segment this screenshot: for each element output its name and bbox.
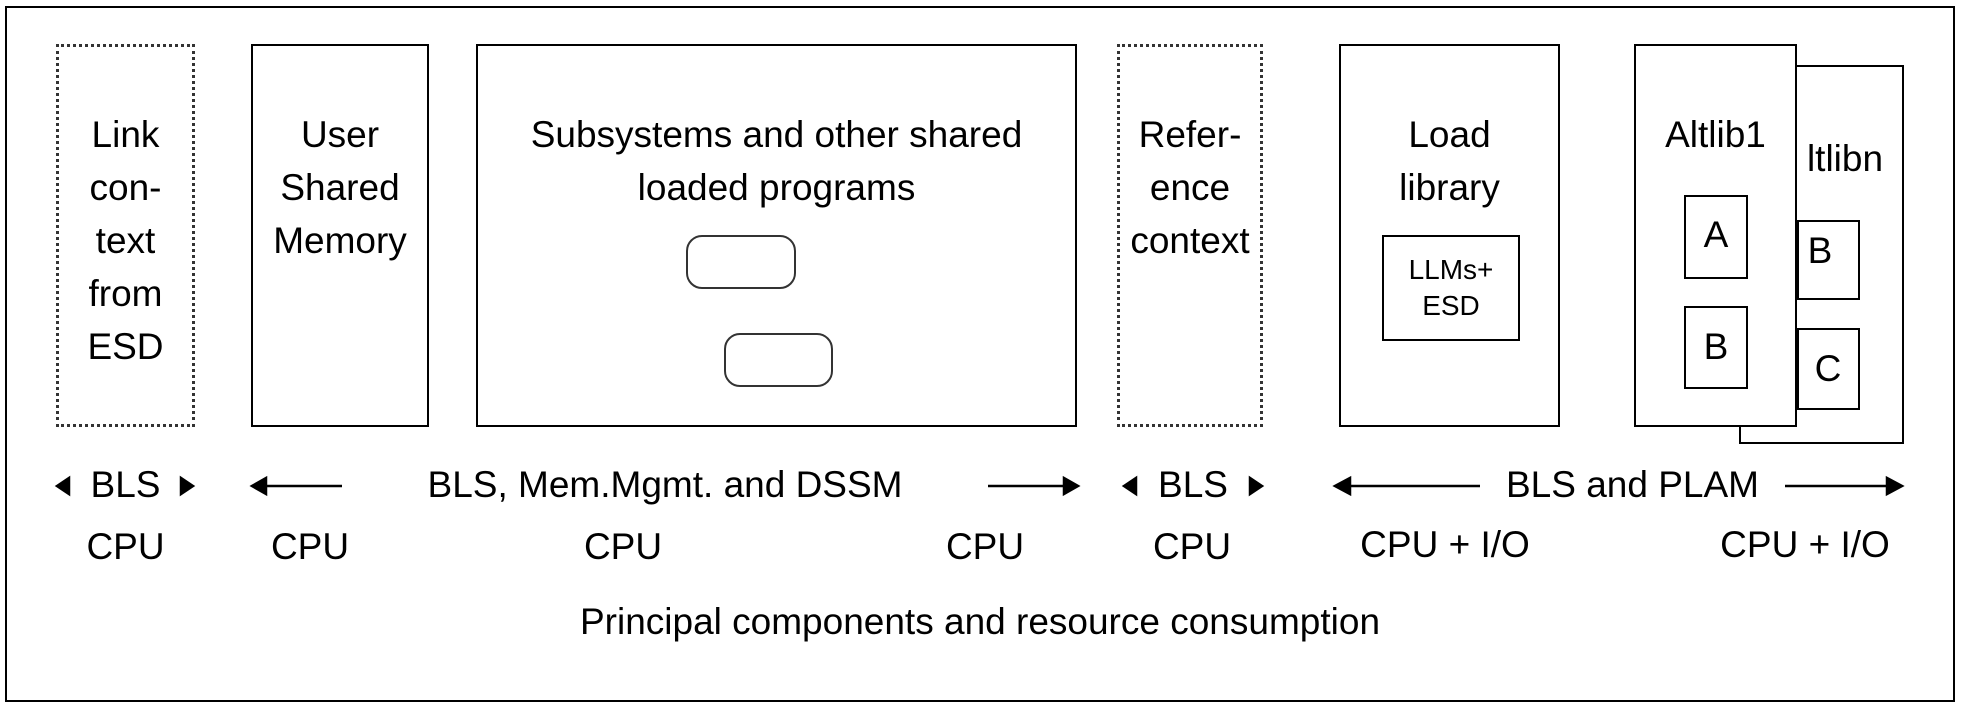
label-line: Load bbox=[1408, 114, 1491, 155]
link-context-box bbox=[56, 44, 195, 427]
shared-program-shape bbox=[724, 333, 833, 387]
resource-label: CPU bbox=[86, 526, 165, 567]
llms-esd-label: LLMs+ ESD bbox=[1382, 252, 1520, 324]
label-line: ESD bbox=[87, 326, 164, 367]
llms-esd-box bbox=[1382, 235, 1520, 341]
arrowhead-right bbox=[1248, 475, 1265, 497]
manager-bls-left: BLS bbox=[90, 464, 161, 505]
load-library-label: Load library bbox=[1339, 108, 1560, 214]
altlib1-title: Altlib1 bbox=[1665, 114, 1766, 155]
arrowhead-right bbox=[1885, 475, 1905, 497]
label-line: Shared bbox=[280, 167, 400, 208]
resource-label: CPU + I/O bbox=[1720, 524, 1890, 565]
arrowhead-right bbox=[1062, 475, 1081, 497]
reference-context-label: Refer- ence context bbox=[1117, 108, 1263, 267]
label-line: Memory bbox=[273, 220, 407, 261]
member-label: B bbox=[1807, 230, 1833, 271]
diagram-caption: Principal components and resource consum… bbox=[579, 601, 1381, 642]
resource-label: CPU bbox=[945, 526, 1025, 567]
label-line: from bbox=[88, 273, 163, 314]
user-shared-memory-label: User Shared Memory bbox=[251, 108, 429, 267]
resource-label: CPU bbox=[270, 526, 350, 567]
label-line: Link bbox=[91, 114, 160, 155]
arrowhead-left bbox=[54, 475, 71, 497]
resource-label: CPU bbox=[1152, 526, 1232, 567]
label-line: library bbox=[1399, 167, 1500, 208]
altlib1-member-b bbox=[1684, 306, 1748, 389]
arrowhead-left bbox=[1121, 475, 1138, 497]
altlibn-member-b bbox=[1797, 220, 1860, 300]
link-context-label: Link con- text from ESD bbox=[56, 108, 195, 373]
label-line: context bbox=[1130, 220, 1250, 261]
user-shared-memory-box bbox=[251, 44, 429, 427]
manager-bls-mem-dssm: BLS, Mem.Mgmt. and DSSM bbox=[427, 464, 903, 505]
manager-bls-plam: BLS and PLAM bbox=[1506, 464, 1759, 505]
arrowhead-left bbox=[1332, 475, 1352, 497]
label-line: LLMs+ bbox=[1408, 254, 1494, 285]
altlibn-member-c bbox=[1797, 328, 1860, 410]
label-line: ESD bbox=[1422, 290, 1480, 321]
arrowhead-right bbox=[179, 475, 196, 497]
label-line: Subsystems and other shared bbox=[530, 114, 1023, 155]
member-label: A bbox=[1703, 214, 1729, 255]
altlib1-member-a bbox=[1684, 195, 1748, 279]
resource-label: CPU bbox=[583, 526, 663, 567]
label-line: text bbox=[95, 220, 156, 261]
reference-context-box bbox=[1117, 44, 1263, 427]
label-line: Refer- bbox=[1138, 114, 1242, 155]
member-label: B bbox=[1703, 326, 1729, 367]
label-line: loaded programs bbox=[637, 167, 916, 208]
diagram-frame bbox=[5, 6, 1955, 702]
member-label: C bbox=[1814, 348, 1842, 389]
label-line: ence bbox=[1149, 167, 1231, 208]
resource-label: CPU + I/O bbox=[1360, 524, 1530, 565]
subsystems-label: Subsystems and other shared loaded progr… bbox=[476, 108, 1077, 214]
manager-bls-right: BLS bbox=[1158, 464, 1228, 505]
arrowhead-left bbox=[249, 475, 268, 497]
altlibn-title: ltlibn bbox=[1806, 138, 1884, 179]
label-line: User bbox=[300, 114, 380, 155]
label-line: con- bbox=[89, 167, 162, 208]
shared-program-shape bbox=[686, 235, 796, 289]
